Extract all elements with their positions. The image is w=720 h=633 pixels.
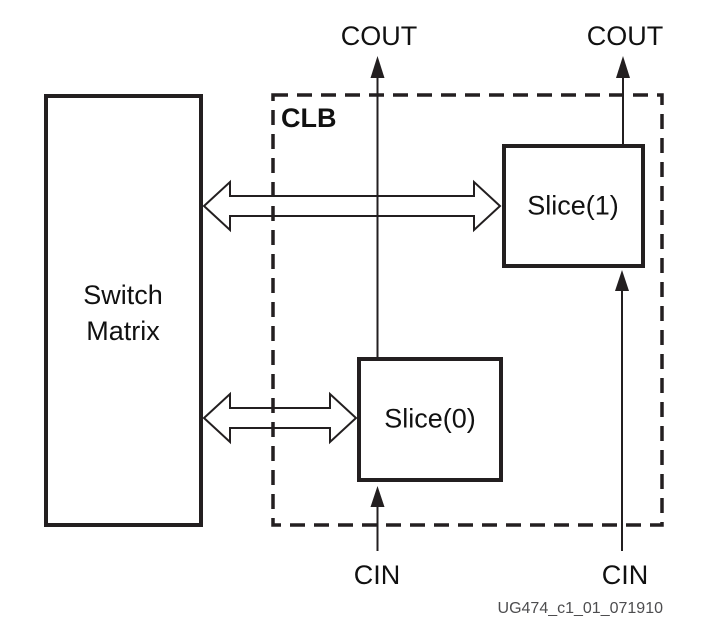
cin-arrowhead-slice1-icon (615, 270, 629, 291)
figure-reference-caption: UG474_c1_01_071910 (497, 600, 663, 617)
cout-label-slice1: COUT (586, 21, 664, 51)
switch-matrix-label: Switch Matrix (83, 280, 163, 346)
cout-arrowhead-slice1-icon (616, 56, 630, 78)
switch-matrix-box (44, 94, 203, 527)
cout-label-slice0: COUT (340, 21, 418, 51)
slice0-box (357, 357, 503, 482)
double-arrow-switch-to-slice0-icon (202, 391, 358, 445)
cin-label-slice0: CIN (353, 560, 401, 590)
cout-arrowhead-slice0-icon (370, 56, 385, 78)
clb-boundary-box (271, 93, 664, 527)
slice1-label: Slice(1) (527, 190, 619, 221)
cin-label-slice1: CIN (601, 560, 649, 590)
slice1-box (502, 144, 645, 268)
slice0-label: Slice(0) (384, 403, 476, 434)
cin-arrowhead-slice0-icon (370, 486, 385, 507)
double-arrow-switch-to-slice1-icon (202, 179, 502, 233)
clb-title: CLB (281, 103, 337, 133)
